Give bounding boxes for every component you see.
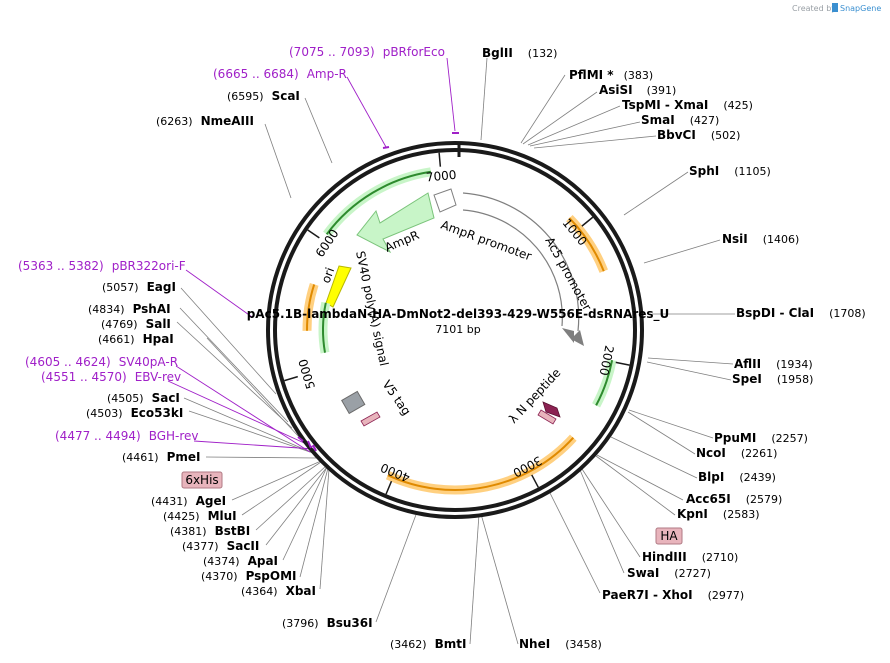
site-pflmi[interactable]: PflMI *(383) bbox=[569, 68, 653, 82]
site-bsu36i[interactable]: (3796)Bsu36I bbox=[282, 616, 373, 630]
site-blpi[interactable]: BlpI(2439) bbox=[698, 470, 776, 484]
orf-arc-2000-line bbox=[595, 360, 614, 406]
orf-arc-1000-line bbox=[568, 217, 605, 272]
tick-mark-4000 bbox=[385, 480, 393, 495]
site-sacii[interactable]: (4377)SacII bbox=[182, 539, 259, 553]
ampr-feature bbox=[356, 192, 435, 254]
site-xbai[interactable]: (4364)XbaI bbox=[241, 584, 316, 598]
tick-label-6000: 6000 bbox=[313, 227, 342, 260]
site-eagi[interactable]: (5057)EagI bbox=[102, 280, 176, 294]
site-tspmi-xmai[interactable]: TspMI - XmaI(425) bbox=[622, 98, 753, 112]
site-spei[interactable]: SpeI(1958) bbox=[732, 372, 813, 386]
promoter-arrowhead-2 bbox=[571, 330, 584, 346]
tick-label-4000: 4000 bbox=[378, 460, 412, 485]
site-nsii[interactable]: NsiI(1406) bbox=[722, 232, 799, 246]
label-connectors bbox=[176, 57, 735, 645]
feature-label-lambda-n-peptide: λ N peptide bbox=[506, 366, 564, 426]
orf-arc-6000-line bbox=[325, 170, 432, 235]
primer-bgh-rev[interactable]: (4477 .. 4494)BGH-rev bbox=[55, 429, 199, 443]
site-bspdi-clai[interactable]: BspDI - ClaI(1708) bbox=[736, 306, 866, 320]
feature-label-ampr-promoter: AmpR promoter bbox=[439, 218, 533, 264]
credit-created-by: Created by bbox=[792, 4, 836, 13]
site-saci[interactable]: (4505)SacI bbox=[107, 391, 180, 405]
orf-arc-3000-line bbox=[387, 437, 575, 491]
tick-mark-5000 bbox=[284, 375, 298, 382]
primer-ebv-rev[interactable]: (4551 .. 4570)EBV-rev bbox=[41, 370, 181, 384]
primer-labels: (7075 .. 7093)pBRforEco (6665 .. 6684)Am… bbox=[18, 45, 445, 443]
tick-mark-1000 bbox=[581, 216, 594, 227]
tick-label-2000: 2000 bbox=[597, 344, 617, 377]
site-pmei[interactable]: (4461)PmeI bbox=[122, 450, 200, 464]
site-asisi[interactable]: AsiSI(391) bbox=[599, 83, 676, 97]
tick-mark-2000 bbox=[615, 361, 630, 366]
site-bbvci[interactable]: BbvCI(502) bbox=[657, 128, 740, 142]
primer-pbrforeco[interactable]: (7075 .. 7093)pBRforEco bbox=[289, 45, 445, 59]
feature-label-ori: ori bbox=[319, 266, 337, 285]
site-nmeaiii[interactable]: (6263)NmeAIII bbox=[156, 114, 254, 128]
tag-6xhis[interactable]: 6xHis bbox=[181, 471, 223, 489]
site-apai[interactable]: (4374)ApaI bbox=[203, 554, 278, 568]
site-smai[interactable]: SmaI(427) bbox=[641, 113, 719, 127]
site-pspomi[interactable]: (4370)PspOMI bbox=[201, 569, 297, 583]
site-swai[interactable]: SwaI(2727) bbox=[627, 566, 711, 580]
primer-connectors bbox=[167, 57, 456, 453]
site-hindiii[interactable]: HindIII(2710) bbox=[642, 550, 738, 564]
plasmid-length: 7101 bp bbox=[435, 323, 480, 336]
site-aflii[interactable]: AflII(1934) bbox=[734, 357, 813, 371]
ampr-promoter-marker-outline bbox=[433, 188, 457, 213]
primer-sv40pa-r[interactable]: (4605 .. 4624)SV40pA-R bbox=[25, 355, 178, 369]
orf-arc-5000-outer-line bbox=[305, 284, 316, 331]
site-mlui[interactable]: (4425)MluI bbox=[163, 509, 237, 523]
primer-pbr322ori-f[interactable]: (5363 .. 5382)pBR322ori-F bbox=[18, 259, 186, 273]
ampr-promoter-bracket bbox=[462, 209, 563, 327]
tick-mark-7000 bbox=[438, 152, 442, 167]
site-bglii[interactable]: BglII(132) bbox=[482, 46, 557, 60]
site-hpai[interactable]: (4661)HpaI bbox=[98, 332, 174, 346]
tick-mark-6000 bbox=[307, 229, 320, 239]
tag-6xhis-label: 6xHis bbox=[185, 473, 218, 487]
promoter-arrowhead bbox=[562, 328, 574, 343]
site-kpni[interactable]: KpnI(2583) bbox=[677, 507, 759, 521]
primer-amp-r[interactable]: (6665 .. 6684)Amp-R bbox=[213, 67, 347, 81]
small-tag-markers bbox=[360, 409, 557, 427]
site-pshai[interactable]: (4834)PshAI bbox=[88, 302, 171, 316]
plasmid-name: pAc5.1B-lambdaN-HA-DmNot2-del393-429-W55… bbox=[247, 307, 670, 322]
ac5-promoter-bracket bbox=[462, 192, 580, 332]
site-sphi[interactable]: SphI(1105) bbox=[689, 164, 771, 178]
v5-tag-feature bbox=[341, 390, 366, 415]
orf-arc-5000-inner-line bbox=[322, 302, 327, 353]
ori-feature bbox=[325, 265, 352, 308]
site-agei[interactable]: (4431)AgeI bbox=[151, 494, 226, 508]
site-bstbi[interactable]: (4381)BstBI bbox=[170, 524, 250, 538]
lambda-n-feature bbox=[542, 401, 561, 418]
backbone-outer bbox=[266, 141, 644, 519]
tick-label-5000: 5000 bbox=[296, 357, 318, 390]
tag-ha-label: HA bbox=[660, 529, 678, 543]
site-acc65i[interactable]: Acc65I(2579) bbox=[686, 492, 782, 506]
site-bmti[interactable]: (3462)BmtI bbox=[390, 637, 466, 651]
site-scai[interactable]: (6595)ScaI bbox=[227, 89, 300, 103]
tag-ha[interactable]: HA bbox=[655, 527, 683, 545]
tick-mark-3000 bbox=[531, 474, 539, 488]
site-ncoi[interactable]: NcoI(2261) bbox=[696, 446, 777, 460]
site-nhei[interactable]: NheI(3458) bbox=[519, 637, 602, 651]
site-labels: BglII(132) PflMI *(383) AsiSI(391) TspMI… bbox=[86, 46, 866, 651]
site-ppumi[interactable]: PpuMI(2257) bbox=[714, 431, 808, 445]
orf-arc-3000-band bbox=[385, 434, 577, 495]
tick-label-7000: 7000 bbox=[425, 168, 457, 185]
feature-layer bbox=[325, 188, 584, 427]
backbone-inner bbox=[273, 148, 637, 512]
site-sali[interactable]: (4769)SalI bbox=[101, 317, 171, 331]
credit-brand: SnapGene bbox=[840, 4, 881, 13]
site-paer7i-xhoi[interactable]: PaeR7I - XhoI(2977) bbox=[602, 588, 744, 602]
site-eco53ki[interactable]: (4503)Eco53kI bbox=[86, 406, 183, 420]
primer-marks bbox=[297, 132, 459, 452]
orf-layer bbox=[302, 167, 617, 495]
snapgene-logo: SnapGene bbox=[832, 3, 881, 13]
feature-label-v5-tag: V5 tag bbox=[380, 378, 414, 418]
